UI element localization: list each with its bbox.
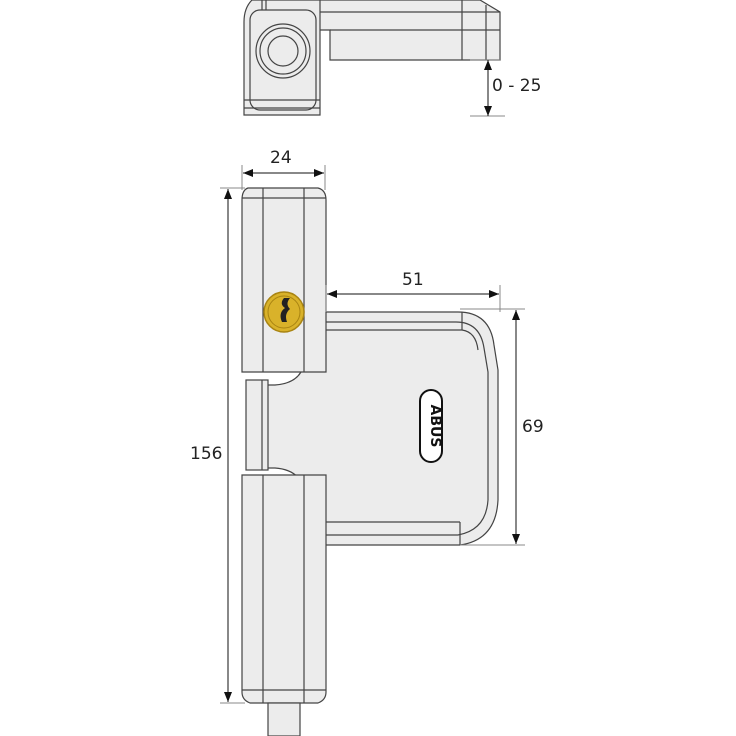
dimension-label-adjust: 0 - 25: [492, 76, 542, 96]
dimension-label-bracket-width: 51: [402, 270, 424, 290]
dimension-adjust: [470, 59, 505, 117]
top-view: [243, 0, 501, 116]
dimension-lines: [220, 165, 525, 704]
svg-text:ABUS: ABUS: [427, 405, 443, 448]
lock-cylinder-icon: [263, 291, 305, 333]
front-view: [241, 187, 499, 736]
dimension-label-width: 24: [270, 148, 292, 168]
abus-logo: ABUS: [419, 389, 443, 463]
dimension-label-height: 156: [190, 444, 223, 464]
dimension-label-bracket-height: 69: [522, 417, 544, 437]
